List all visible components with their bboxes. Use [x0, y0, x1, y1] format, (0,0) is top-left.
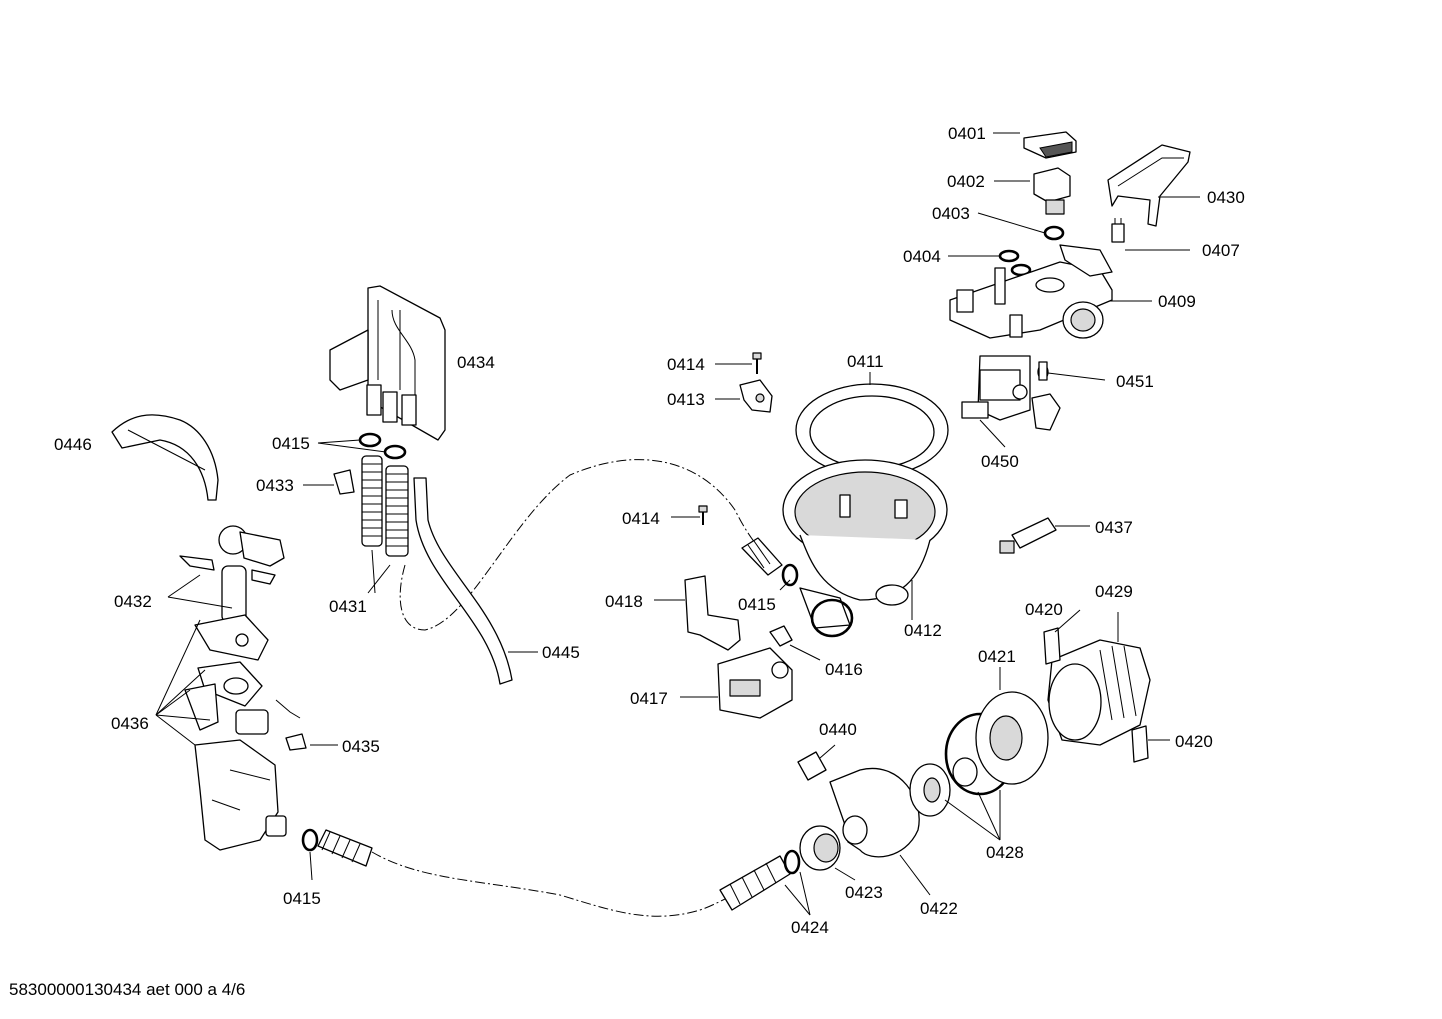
part-0424-hose: [719, 855, 791, 911]
label-0409: 0409: [1158, 292, 1196, 311]
label-0415: 0415: [272, 434, 310, 453]
part-0436-assembly: [184, 614, 301, 735]
part-0412-sump: [782, 459, 948, 638]
label-0440: 0440: [819, 720, 857, 739]
part-0415-hose-sump: [741, 537, 799, 587]
label-0403: 0403: [932, 204, 970, 223]
part-0431-hose-2: [385, 465, 409, 557]
part-0415-ring: [358, 432, 382, 448]
part-0415-ring-2: [383, 444, 407, 460]
part-inlet-valve: [194, 739, 287, 851]
part-0433-clip: [333, 469, 355, 495]
label-0434: 0434: [457, 353, 495, 372]
label-0407: 0407: [1202, 241, 1240, 260]
label-0431: 0431: [329, 597, 367, 616]
label-0416: 0416: [825, 660, 863, 679]
part-0407-clip: [1111, 218, 1125, 243]
part-0416-clip: [769, 625, 793, 647]
label-0414: 0414: [667, 355, 705, 374]
part-0445-hose: [413, 477, 513, 685]
part-0404-ring: [998, 249, 1020, 263]
part-0423-grommet: [799, 825, 841, 871]
label-0428: 0428: [986, 843, 1024, 862]
part-0446-cover: [111, 414, 219, 501]
part-0414-screw-2: [698, 505, 708, 525]
part-0420-clip-2: [1131, 725, 1149, 763]
part-0418-bracket: [684, 575, 741, 651]
label-0429: 0429: [1095, 582, 1133, 601]
label-0436: 0436: [111, 714, 149, 733]
label-0420: 0420: [1025, 600, 1063, 619]
label-0437: 0437: [1095, 518, 1133, 537]
part-labels: 0401 0402 0403 0404 0430 0407 0409 0434 …: [54, 124, 1245, 937]
part-0403-ring: [1043, 225, 1065, 241]
leader-lines: [155, 132, 1200, 916]
label-0433: 0433: [256, 476, 294, 495]
label-0432: 0432: [114, 592, 152, 611]
label-0411: 0411: [847, 352, 884, 371]
part-0434-softener: [329, 285, 446, 441]
label-0415-b: 0415: [738, 595, 776, 614]
label-0424: 0424: [791, 918, 829, 937]
label-0402: 0402: [947, 172, 985, 191]
label-0423: 0423: [845, 883, 883, 902]
part-0450-flow-sensor: [961, 355, 1061, 431]
part-0401-cover: [1023, 131, 1077, 159]
part-0432-switch: [179, 525, 285, 623]
label-0414-b: 0414: [622, 509, 660, 528]
part-0409-valve-block: [949, 244, 1113, 339]
label-0412: 0412: [904, 621, 942, 640]
part-0428-impeller: [909, 712, 1016, 817]
part-0424-ring: [783, 849, 801, 875]
part-0414-screw: [752, 352, 762, 374]
label-0417: 0417: [630, 689, 668, 708]
part-0435-clip: [285, 733, 307, 751]
part-0417-drain-pump: [717, 647, 793, 719]
routing-lines: [371, 459, 771, 917]
document-footer-id: 58300000130434 aet 000 a 4/6: [9, 980, 246, 999]
part-0421-pump-cover: [975, 691, 1049, 785]
part-0431-hose: [361, 455, 383, 547]
label-0404: 0404: [903, 247, 941, 266]
label-0450: 0450: [981, 452, 1019, 471]
part-0429-motor: [1047, 639, 1151, 746]
part-0437-pin: [999, 517, 1057, 554]
part-0451-pin: [1038, 361, 1048, 381]
part-0430-bracket: [1107, 144, 1191, 227]
part-0402-sensor: [1033, 167, 1071, 215]
part-0413-clip: [739, 379, 773, 413]
part-0422-pump-housing: [829, 767, 920, 858]
label-0413: 0413: [667, 390, 705, 409]
label-0422: 0422: [920, 899, 958, 918]
label-0415-c: 0415: [283, 889, 321, 908]
label-0420-b: 0420: [1175, 732, 1213, 751]
label-0421: 0421: [978, 647, 1016, 666]
part-0415-ring-3: [301, 828, 319, 852]
label-0430: 0430: [1207, 188, 1245, 207]
label-0445: 0445: [542, 643, 580, 662]
part-0415-hose-bottom: [317, 829, 373, 867]
label-0401: 0401: [948, 124, 986, 143]
label-0446: 0446: [54, 435, 92, 454]
label-0418: 0418: [605, 592, 643, 611]
part-0440-clamp: [797, 751, 827, 781]
label-0451: 0451: [1116, 372, 1154, 391]
part-0420-clip: [1043, 627, 1061, 665]
label-0435: 0435: [342, 737, 380, 756]
